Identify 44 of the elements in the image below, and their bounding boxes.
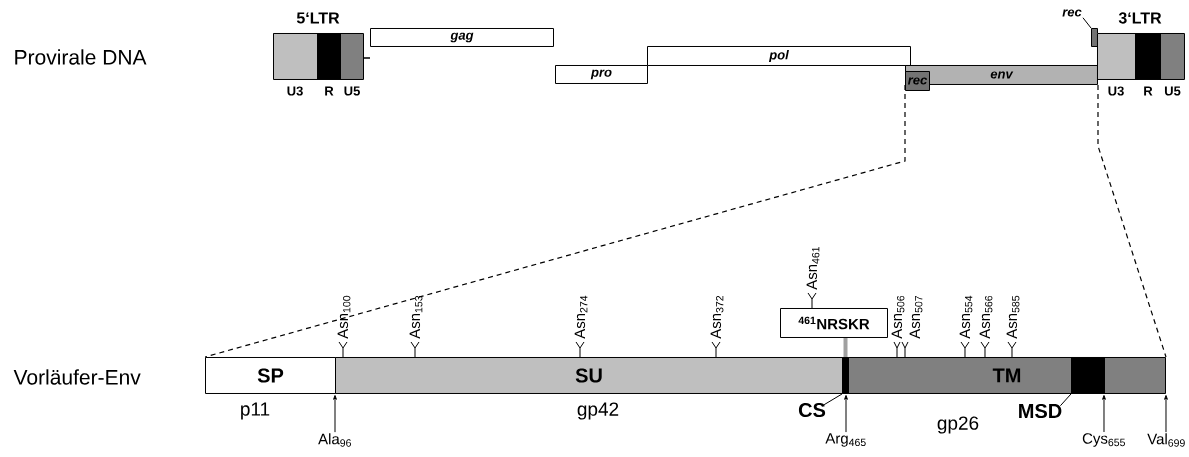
residue-label: Ala$_{96}$ [318,433,351,447]
protein-label: gp42 [577,402,619,420]
node-label: 3‘LTR [1118,12,1162,24]
segment-label: U3 [1108,86,1124,96]
ltr-box: 5‘LTR [273,12,371,80]
protein-label: p11 [241,402,270,420]
residue-label: Arg$_{465}$ [825,433,866,447]
node-label: 5‘LTR [296,12,340,24]
protein-domain: SP [205,357,336,394]
residue-label: Asn$_{100}$ [337,295,351,339]
zoom-line [1097,84,1167,358]
residue-label: Asn$_{566}$ [979,295,993,339]
domain-label: MSD [1019,403,1062,419]
residue-label: Asn$_{461}$ [806,246,820,290]
leader-line [823,393,843,406]
row-label: Provirale DNA [15,49,147,65]
gene-label: rec [1062,9,1082,17]
gene-box: rec [905,71,930,91]
protein-label: gp26 [937,416,979,434]
row-label: Vorläufer-Env [13,369,141,385]
zoom-line [204,84,906,358]
bar [1071,357,1105,394]
arrow [1102,395,1106,433]
motif-box: $^{461}$NRSKR [780,308,888,338]
residue-label: Asn$_{554}$ [959,295,973,339]
residue-label: Asn$_{507}$ [909,295,923,339]
gene-box: gag [370,28,554,47]
residue-label: Asn$_{585}$ [1006,295,1020,339]
leader-line [1059,393,1072,407]
arrow [333,395,337,433]
leader-line [1082,17,1092,29]
domain-label: CS [798,402,826,418]
bar [1091,28,1098,47]
arrow [844,395,848,433]
residue-label: Val$_{699}$ [1147,433,1185,447]
gene-box: pro [555,65,648,84]
gene-box: pol [647,46,911,66]
protein-domain: SU [335,357,843,394]
ltr-box: 3‘LTR [1097,12,1185,80]
residue-label: Asn$_{372}$ [710,295,724,339]
residue-label: Asn$_{274}$ [574,295,588,339]
motif-stem [843,338,848,357]
residue-label: Cys$_{655}$ [1082,433,1125,447]
arrow [1164,395,1168,433]
